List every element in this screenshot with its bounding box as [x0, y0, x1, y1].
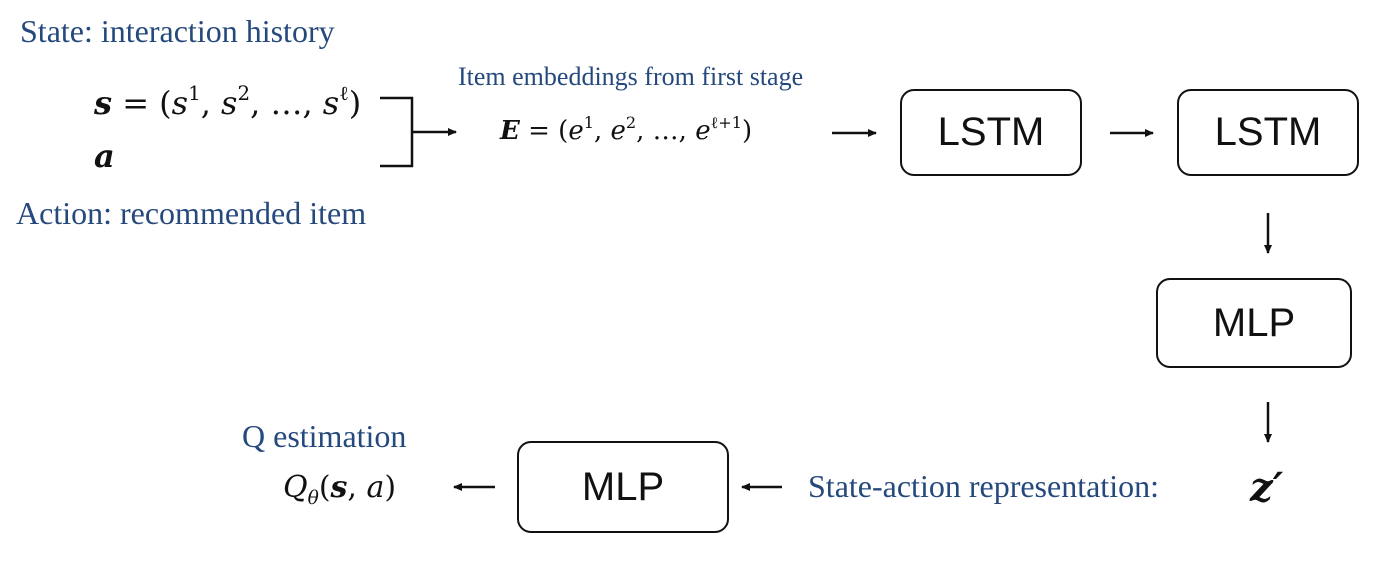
bracket-connector — [380, 96, 414, 168]
action-heading: Action: recommended item — [16, 195, 367, 231]
embeddings-heading: Item embeddings from first stage — [458, 62, 804, 91]
q-function: Qθ(s, a) — [283, 470, 397, 509]
action-symbol: a — [94, 137, 115, 175]
lstm-box-2: LSTM — [1177, 89, 1359, 176]
mlp-box-1: MLP — [1156, 278, 1352, 368]
lstm-box-1: LSTM — [900, 89, 1082, 176]
state-action-heading: State-action representation: — [808, 468, 1159, 504]
state-heading: State: interaction history — [20, 13, 335, 49]
mlp-box-2: MLP — [517, 441, 729, 533]
state-equation: s = (s1, s2, …, sℓ) — [94, 82, 362, 122]
q-estimation-heading: Q estimation — [242, 418, 407, 454]
z-prime-symbol: z′ — [1250, 464, 1284, 511]
embeddings-equation: E = (e1, e2, …, eℓ+1) — [500, 112, 753, 146]
